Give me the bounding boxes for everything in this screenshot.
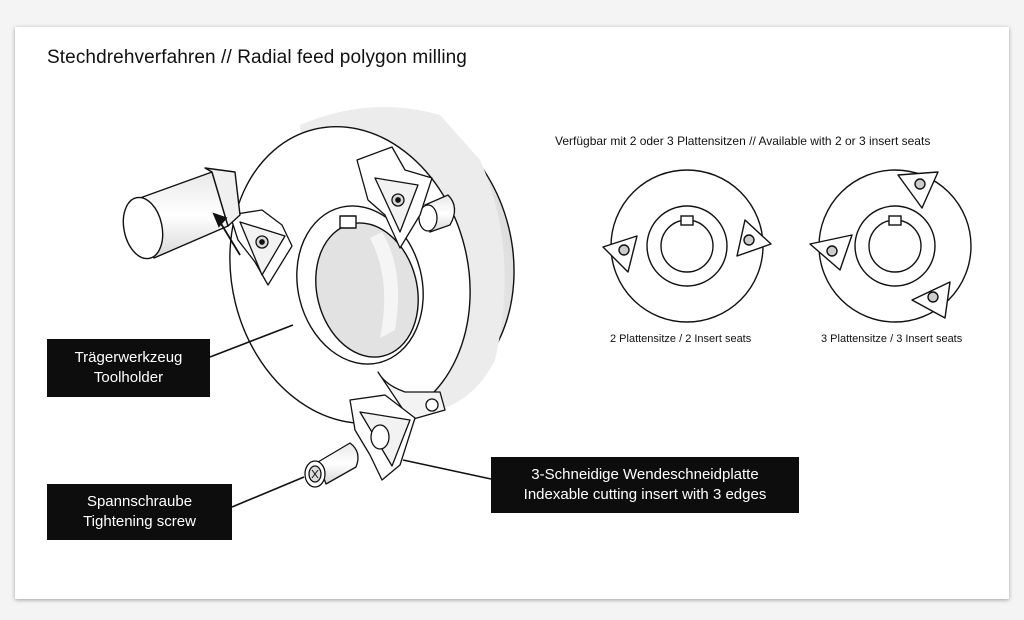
insert-2b — [736, 219, 772, 257]
caption-2-seats: 2 Plattensitze / 2 Insert seats — [610, 333, 752, 345]
leader-insert — [402, 459, 492, 480]
insert-3b — [809, 234, 853, 271]
leader-toolholder — [209, 324, 294, 358]
label-toolholder: Trägerwerkzeug Toolholder — [47, 339, 210, 397]
label-insert: 3-Schneidige Wendeschneidplatte Indexabl… — [491, 457, 799, 513]
insert-2a — [602, 235, 638, 273]
cylindrical-plug — [122, 167, 241, 260]
page-title: Stechdrehverfahren // Radial feed polygo… — [47, 47, 467, 68]
insert-seat-bottom — [349, 371, 446, 481]
variant-3-seats — [809, 169, 972, 323]
arrow-icon — [212, 212, 241, 256]
variant-2-seats — [602, 169, 772, 323]
label-screw-de: Spannschraube — [86, 493, 193, 510]
leader-lines — [209, 324, 492, 508]
label-toolholder-de: Trägerwerkzeug — [74, 349, 183, 366]
label-screw-en: Tightening screw — [83, 513, 196, 530]
bore-highlight — [370, 232, 399, 338]
toolholder-keyway — [339, 215, 357, 229]
insert-seat-top — [356, 146, 433, 249]
tightening-screw — [304, 442, 359, 488]
label-insert-en: Indexable cutting insert with 3 edges — [523, 486, 767, 503]
caption-3-seats: 3 Plattensitze / 3 Insert seats — [821, 333, 963, 345]
guide-pin — [418, 194, 456, 233]
toolholder-3d — [229, 107, 515, 425]
insert-seat-left — [229, 209, 293, 286]
insert-3a — [897, 171, 939, 209]
label-insert-de: 3-Schneidige Wendeschneidplatte — [531, 466, 759, 483]
label-screw: Spannschraube Tightening screw — [47, 484, 232, 540]
label-toolholder-en: Toolholder — [93, 369, 164, 386]
availability-note: Verfügbar mit 2 oder 3 Plattensitzen // … — [555, 134, 931, 148]
leader-screw — [231, 476, 305, 508]
insert-3c — [911, 281, 951, 319]
